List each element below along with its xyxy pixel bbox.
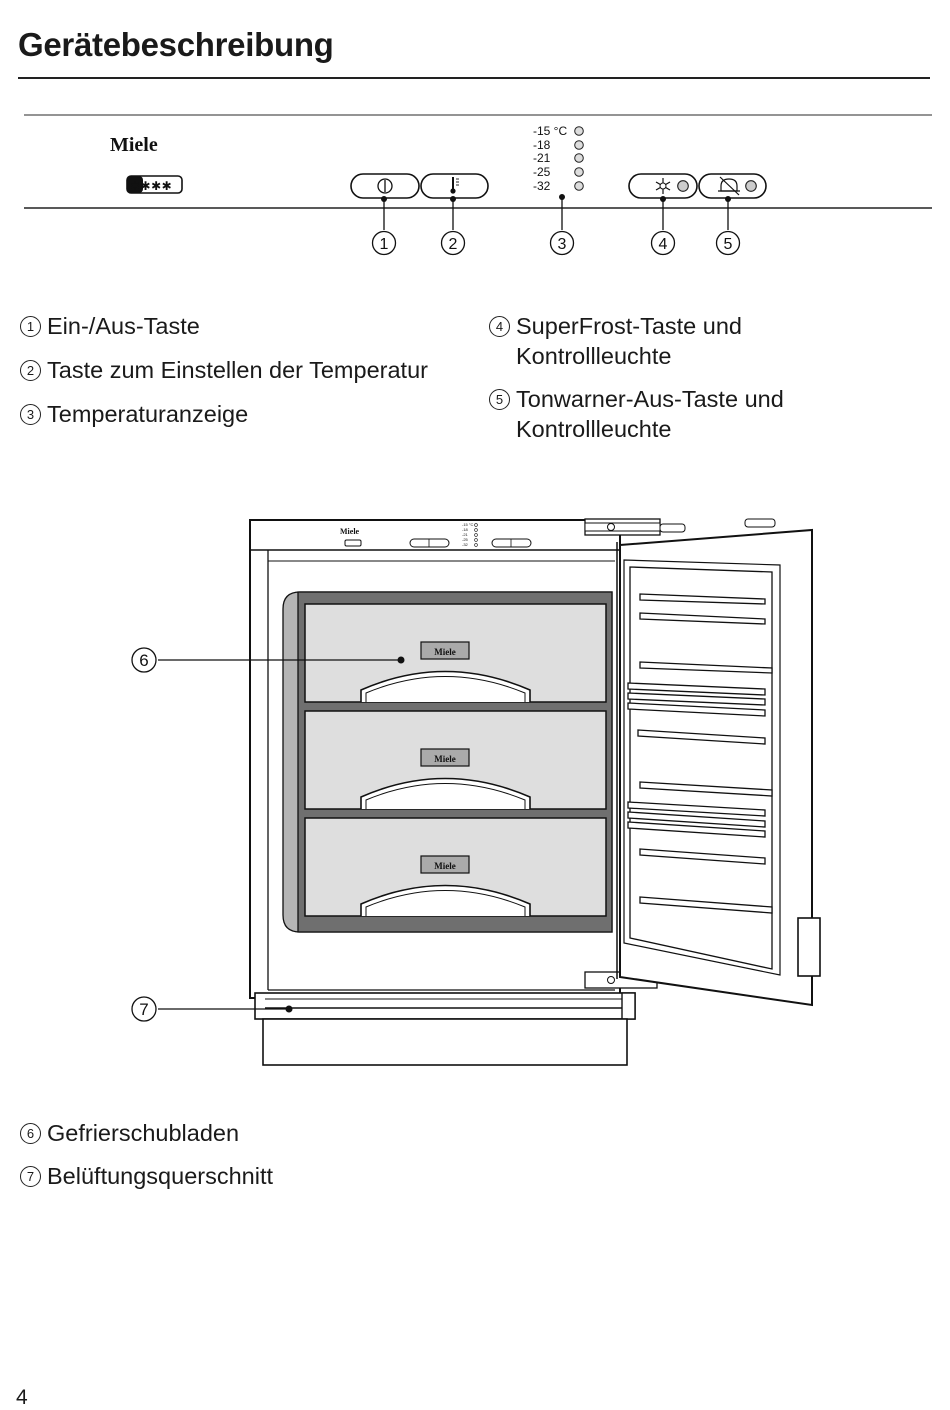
temp-label-4: -25 [533,165,551,179]
legend-number: 5 [489,389,510,410]
callout-7 [131,996,157,1022]
legend-number: 7 [20,1166,41,1187]
title-divider [18,77,930,79]
callout-1-label: 1 [380,236,389,253]
callout-3 [549,230,575,256]
legend-text: Ein-/Aus-Taste [47,313,200,339]
freezer-illustration: Miele -15 °C -18 -21 -25 -32 Miele Miele [131,518,821,1066]
alarm-indicator-lamp [745,180,757,192]
svg-text:-15 °C: -15 °C [462,522,473,527]
temp-label-2: -18 [533,138,551,152]
page-number: 4 [16,1386,28,1409]
callout-2-label: 2 [449,236,458,253]
freezer-drawer: Miele [304,710,607,810]
legend-item-4: 4 SuperFrost-Taste und [489,311,742,341]
callout-1 [371,230,397,256]
on-off-button[interactable] [350,173,420,199]
callout-6 [131,647,157,673]
mini-panel-brand: Miele [340,527,360,536]
legend-text-continued: Kontrollleuchte [516,416,672,442]
legend-number: 2 [20,360,41,381]
callout-5-label: 5 [724,236,733,253]
door-handle [797,917,821,977]
temperature-display: -15 °C -18 -21 -25 -32 [533,124,584,193]
freezer-drawer: Miele [304,603,607,703]
legend-item-5: 5 Tonwarner-Aus-Taste und [489,384,784,414]
temp-led [574,153,584,163]
control-panel-diagram: Miele ✱✱✱✱ -15 °C -18 -21 -25 -32 [24,114,932,256]
page-title: Gerätebeschreibung [18,26,334,63]
ventilation-grille [254,992,636,1020]
legend-text: Tonwarner-Aus-Taste und [516,386,784,412]
callout-4-label: 4 [659,236,668,253]
temp-led [574,181,584,191]
temp-label-1: -15 °C [533,124,567,138]
callout-4 [650,230,676,256]
temperature-button[interactable] [420,173,489,199]
superfrost-button[interactable] [628,173,698,199]
callout-5 [715,230,741,256]
drawer-brand-label: Miele [434,861,456,871]
legend-text-continued: Kontrollleuchte [516,343,672,369]
freezer-drawer: Miele [304,817,607,917]
legend-number: 4 [489,316,510,337]
drawer-brand-label: Miele [434,754,456,764]
legend-number: 1 [20,316,41,337]
callout-2 [440,230,466,256]
legend-number: 6 [20,1123,41,1144]
svg-text:-32: -32 [462,542,469,547]
plinth [262,1018,628,1066]
bell-muted-icon [718,176,740,196]
legend-item-3: 3 Temperaturanzeige [20,399,248,429]
temp-led [574,140,584,150]
callout-7-label: 7 [139,1000,148,1019]
temp-label-5: -32 [533,179,551,193]
legend-text: Taste zum Einstellen der Temperatur [47,357,428,383]
legend-item-7: 7 Belüftungsquerschnitt [20,1161,273,1191]
callout-6-label: 6 [139,651,148,670]
legend-number: 3 [20,404,41,425]
legend-item-6: 6 Gefrierschubladen [20,1118,239,1148]
superfrost-indicator-lamp [677,180,689,192]
alarm-off-button[interactable] [698,173,767,199]
svg-text:-25: -25 [462,537,469,542]
legend-item-2: 2 Taste zum Einstellen der Temperatur [20,355,428,385]
temp-label-3: -21 [533,151,551,165]
temp-led [574,126,584,136]
legend-text: Belüftungsquerschnitt [47,1163,274,1189]
legend-text: SuperFrost-Taste und [516,313,742,339]
legend-item-1: 1 Ein-/Aus-Taste [20,311,200,341]
temp-led [574,167,584,177]
panel-brand-logo: Miele [110,134,158,156]
open-door [616,518,821,1007]
callout-3-label: 3 [558,236,567,253]
legend-text: Temperaturanzeige [47,401,249,427]
legend-text: Gefrierschubladen [47,1120,240,1146]
svg-text:-18: -18 [462,527,469,532]
drawer-brand-label: Miele [434,647,456,657]
svg-text:-21: -21 [462,532,469,537]
star-rating-icon: ✱✱✱✱ [130,179,172,193]
